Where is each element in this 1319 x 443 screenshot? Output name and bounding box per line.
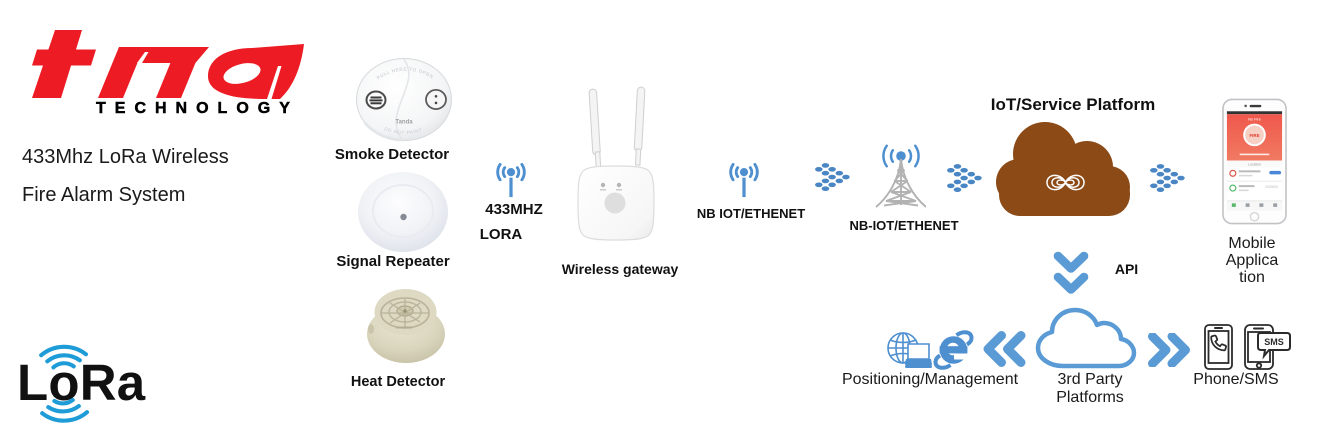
svg-text:Tanda: Tanda bbox=[395, 120, 413, 126]
svg-text:DO NOT PAINT: DO NOT PAINT bbox=[384, 126, 423, 135]
svg-text:SMS: SMS bbox=[1264, 337, 1284, 347]
svg-text:No Fire: No Fire bbox=[1248, 117, 1261, 122]
svg-text:Location: Location bbox=[1248, 162, 1261, 166]
svg-text:0000000: 0000000 bbox=[1265, 185, 1278, 189]
svg-text:FIRE: FIRE bbox=[1249, 133, 1259, 138]
